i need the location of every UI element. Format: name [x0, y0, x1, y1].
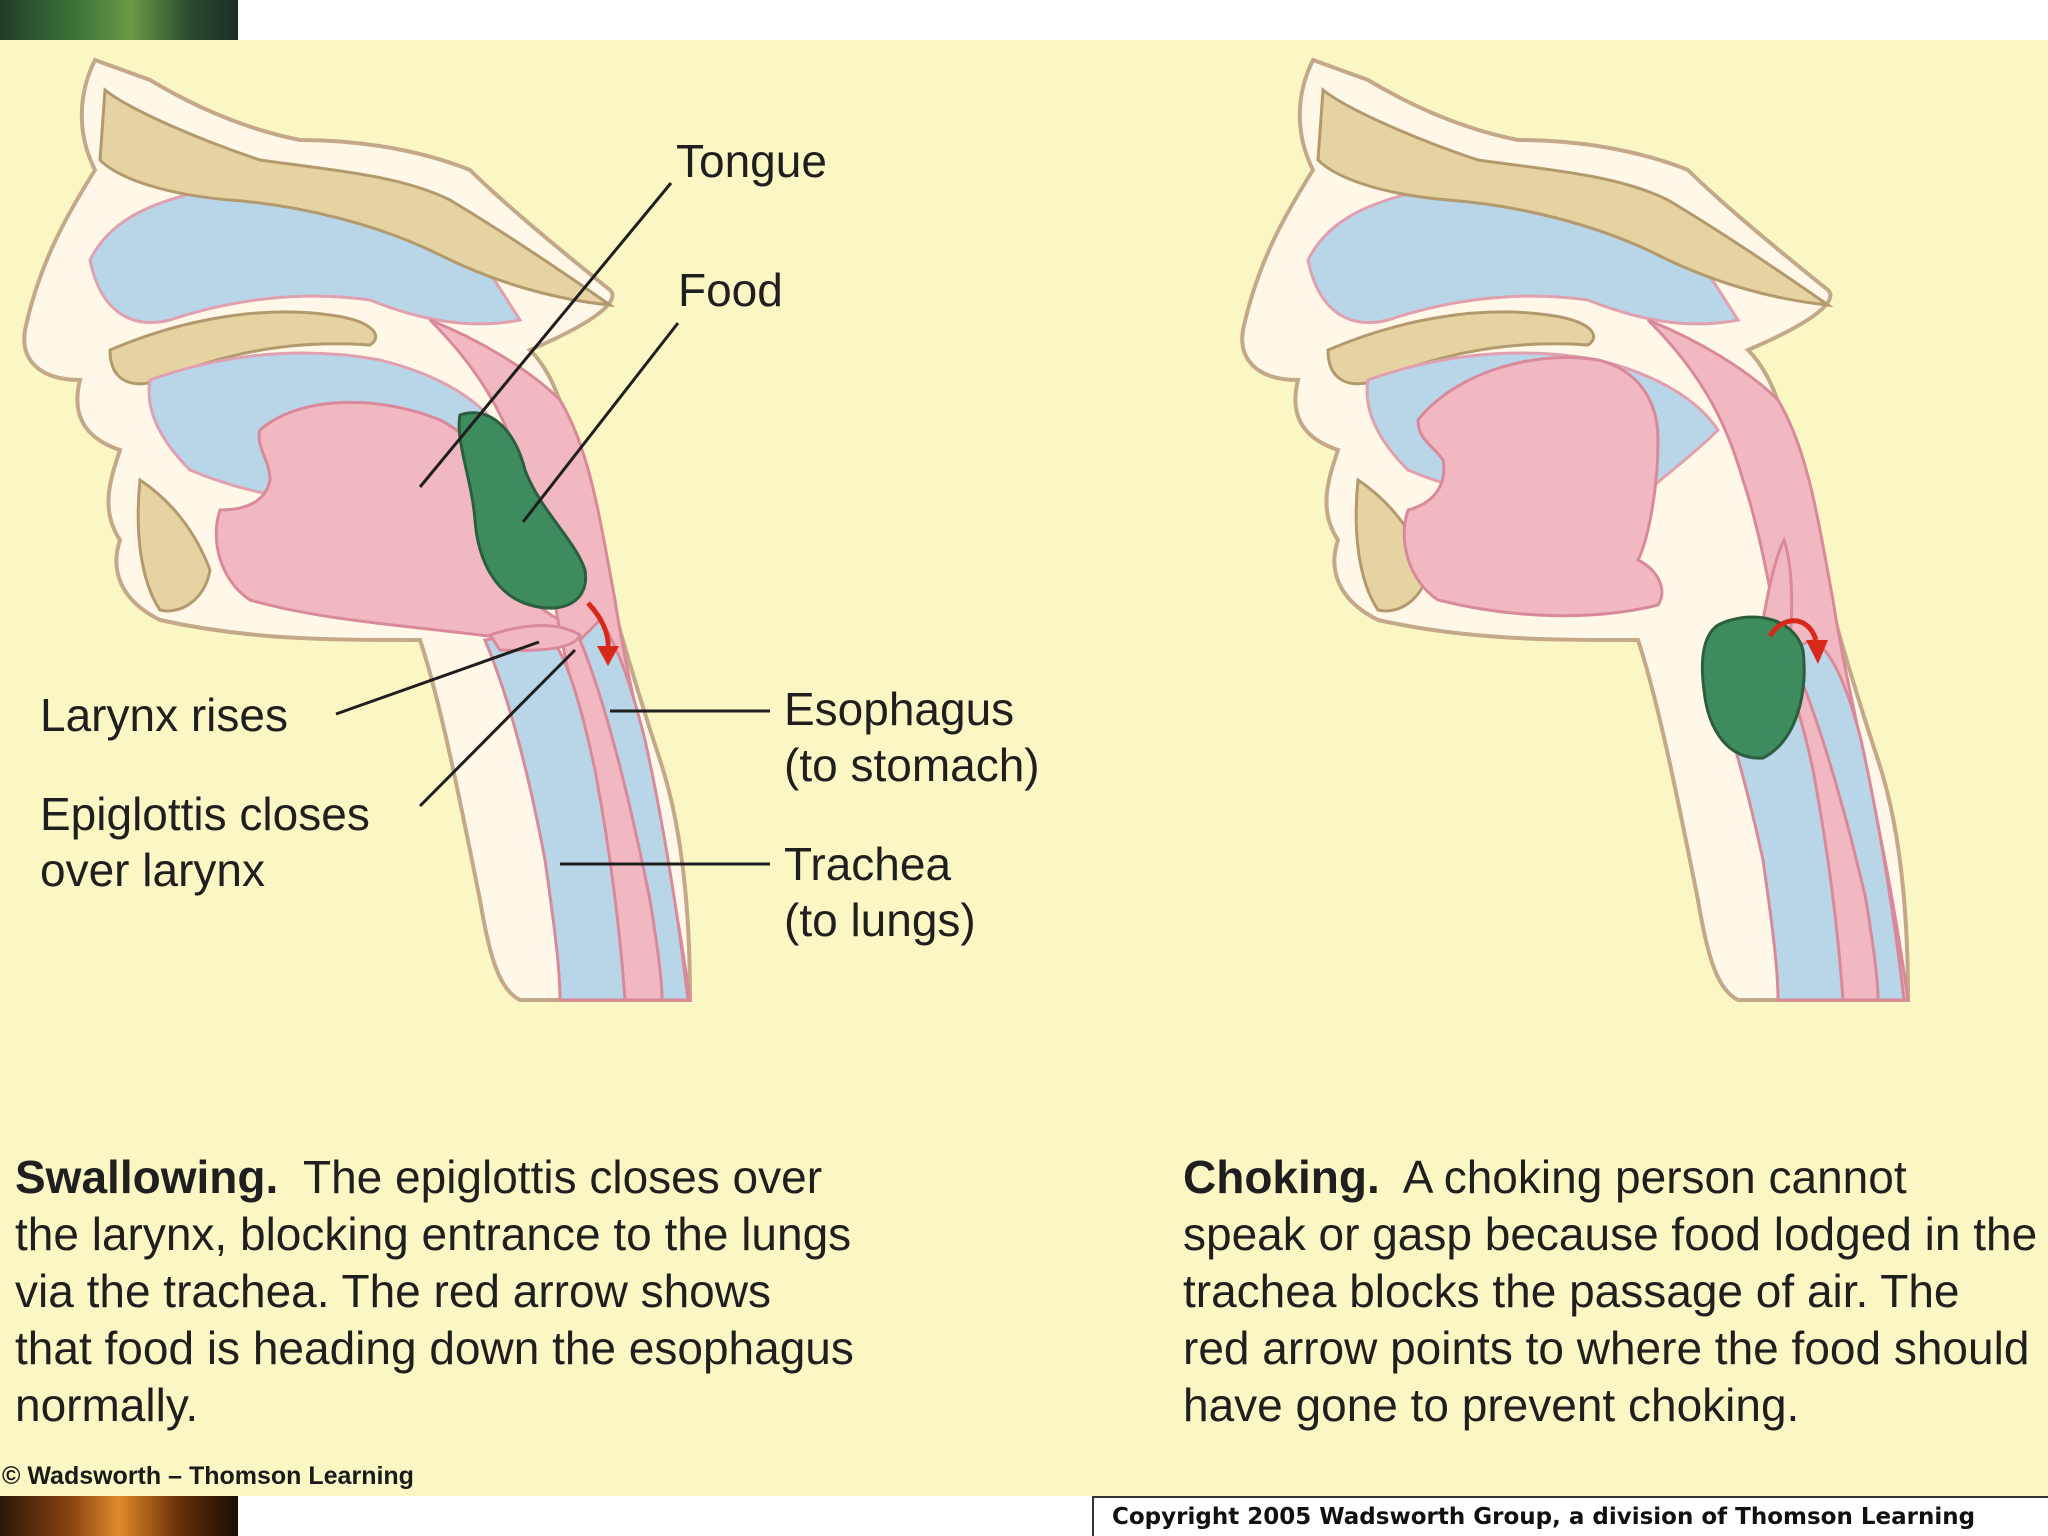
label-larynx-rises: Larynx rises — [40, 689, 288, 741]
publisher-credit: © Wadsworth – Thomson Learning — [2, 1462, 414, 1490]
food-bolus-left — [457, 411, 588, 610]
label-food: Food — [678, 264, 783, 316]
esophagus-right — [1785, 638, 1906, 1002]
label-tongue: Tongue — [676, 135, 827, 187]
trachea-left — [482, 628, 627, 1002]
caption-swallowing-title: Swallowing. — [15, 1151, 279, 1203]
red-arrowhead-right — [1806, 640, 1828, 664]
skull-bone-right — [1316, 87, 1834, 308]
food-leader — [521, 322, 680, 523]
caption-choking-body: A choking person cannot speak or gasp be… — [1183, 1151, 2038, 1431]
epiglottis-leader — [418, 648, 577, 808]
pharynx-wall-right — [1646, 318, 1910, 1002]
epiglottis-left — [487, 624, 582, 652]
caption-choking-title: Choking. — [1183, 1151, 1380, 1203]
tongue-leader — [418, 182, 673, 488]
choking-anatomy — [1240, 57, 1911, 1002]
label-esophagus: Esophagus (to stomach) — [784, 683, 1040, 792]
tongue-right — [1402, 356, 1664, 618]
label-epiglottis: Epiglottis closes over larynx — [40, 788, 370, 897]
larynx-leader — [335, 640, 540, 716]
photo-strip-top — [0, 0, 238, 40]
caption-choking: Choking. A choking person cannot speak o… — [1183, 1149, 2038, 1434]
red-arrowhead-left — [597, 646, 619, 666]
jaw-bone-left — [136, 477, 212, 613]
caption-swallowing-body: The epiglottis closes over the larynx, b… — [15, 1151, 854, 1431]
photo-strip-bottom — [0, 1496, 238, 1536]
swallowing-anatomy — [22, 57, 770, 1002]
jaw-bone-right — [1354, 477, 1430, 613]
caption-swallowing: Swallowing. The epiglottis closes over t… — [15, 1149, 855, 1434]
esophagus-left — [578, 617, 690, 1002]
copyright-notice: Copyright 2005 Wadsworth Group, a divisi… — [1092, 1496, 2048, 1536]
red-arrow-right — [1767, 618, 1819, 641]
label-trachea: Trachea (to lungs) — [784, 838, 976, 947]
skull-bone-left — [98, 87, 616, 308]
